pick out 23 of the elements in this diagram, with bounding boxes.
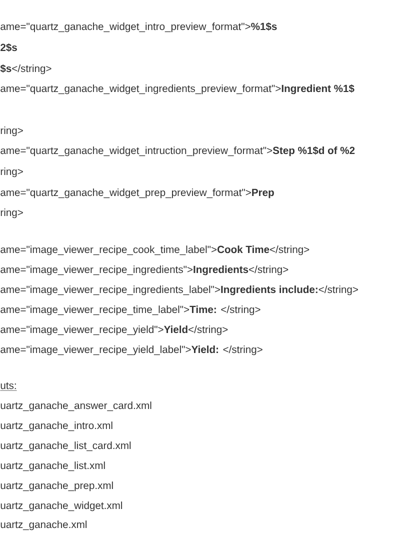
code-line: ame="quartz_ganache_widget_prep_preview_format">Prep <box>0 188 274 198</box>
code-line: $s</string> <box>0 64 52 74</box>
code-line: uartz_ganache_prep.xml <box>0 482 113 492</box>
code-line: ame="image_viewer_recipe_ingredients_label">Ingredients include:</string> <box>0 286 358 296</box>
code-line: ame="image_viewer_recipe_yield">Yield</string> <box>0 326 228 336</box>
code-line: ame="quartz_ganache_widget_intro_preview_format">%1$s <box>0 22 277 32</box>
code-line: uartz_ganache_answer_card.xml <box>0 402 152 412</box>
code-line: ring> <box>0 168 23 178</box>
code-line: ame="quartz_ganache_widget_ingredients_preview_format">Ingredient %1$ <box>0 84 354 94</box>
code-line: ring> <box>0 208 23 218</box>
code-line: uartz_ganache.xml <box>0 520 87 530</box>
code-line: 2$s <box>0 43 17 52</box>
code-line: ring> <box>0 126 23 136</box>
code-line: ame="quartz_ganache_widget_intruction_preview_format">Step %1$d of %2 <box>0 146 355 156</box>
code-line: uartz_ganache_list_card.xml <box>0 442 131 452</box>
code-line: uartz_ganache_intro.xml <box>0 422 112 432</box>
code-line: uartz_ganache_widget.xml <box>0 502 122 512</box>
code-line: uartz_ganache_list.xml <box>0 462 105 472</box>
code-line: uts: <box>0 382 17 391</box>
code-line: ame="image_viewer_recipe_time_label">Time: </string> <box>0 306 260 316</box>
code-line: ame="image_viewer_recipe_yield_label">Yield: </string> <box>0 346 262 356</box>
code-line: ame="image_viewer_recipe_cook_time_label">Cook Time</string> <box>0 246 310 256</box>
code-line: ame="image_viewer_recipe_ingredients">Ingredients</string> <box>0 266 288 276</box>
